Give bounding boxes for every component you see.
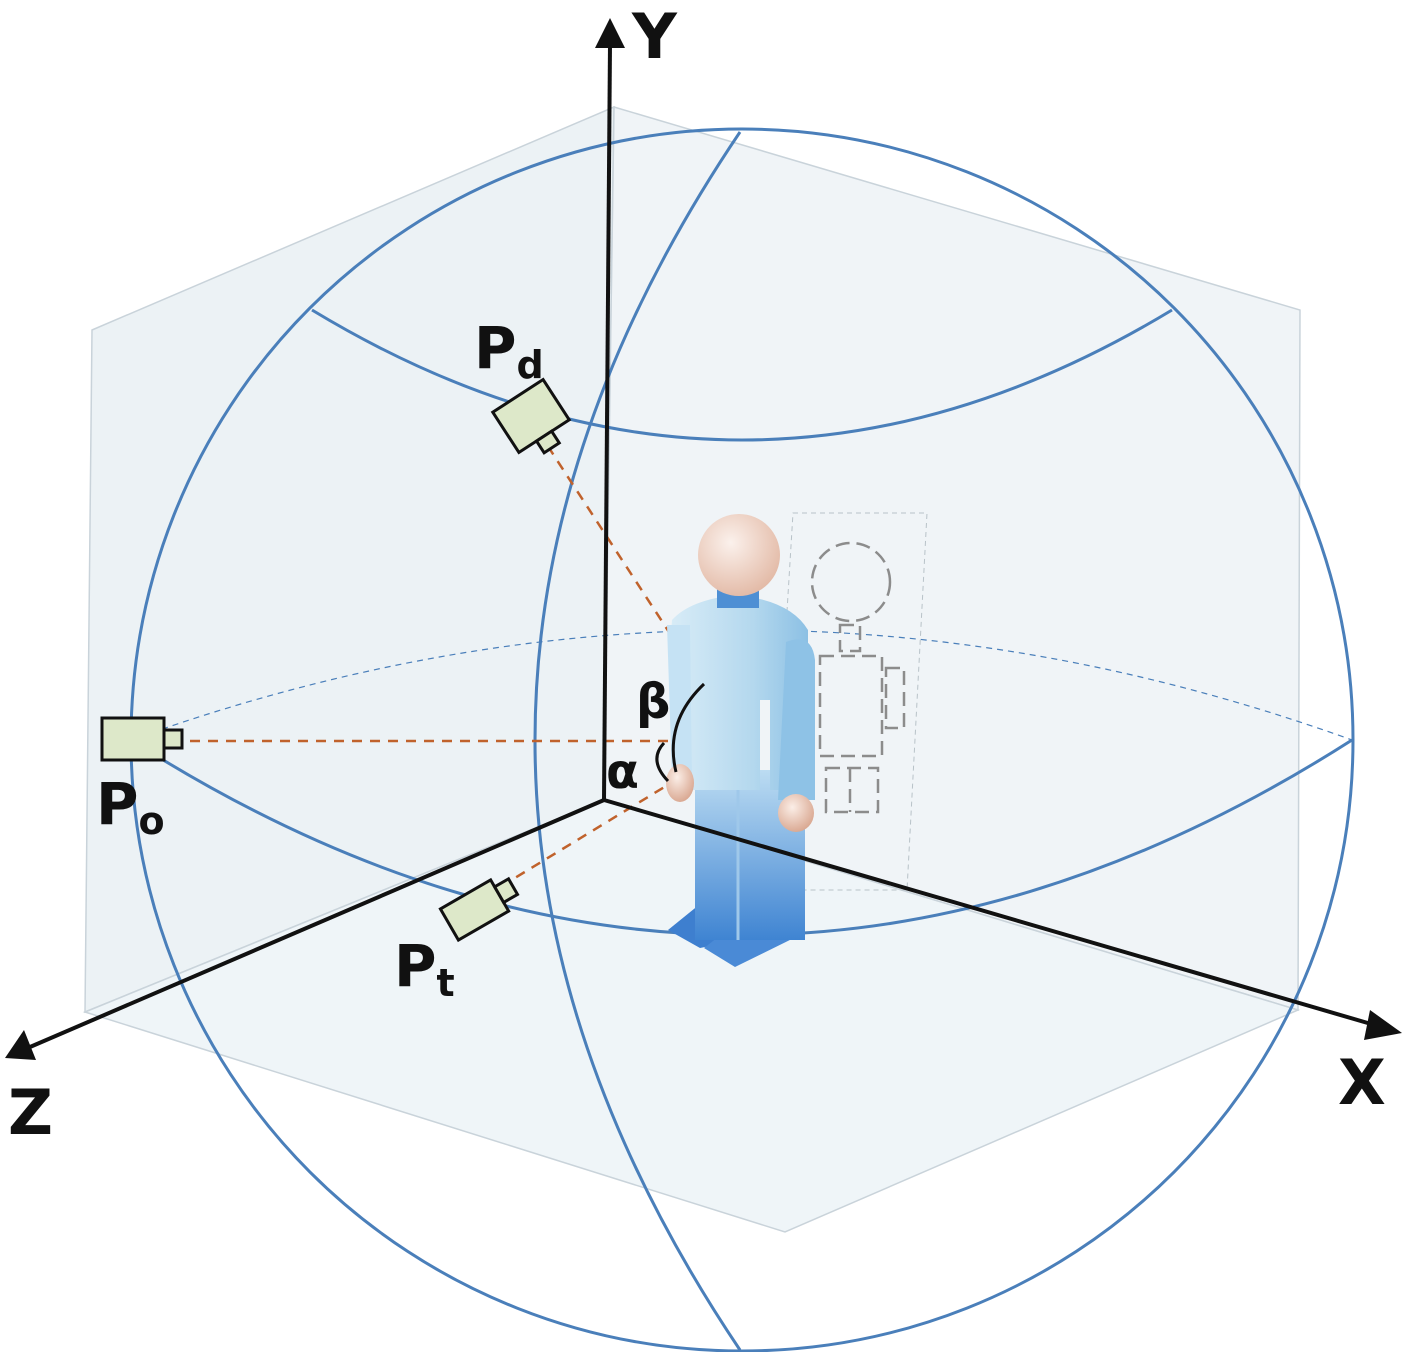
label-po-main: P <box>96 770 139 838</box>
ray-to-pt <box>481 739 741 900</box>
camera-labels: Pd Po Pt <box>96 314 544 1005</box>
y-axis-arrowhead <box>595 18 625 48</box>
label-pt-main: P <box>394 932 437 1000</box>
ghost-neck <box>838 623 862 653</box>
label-po: Po <box>96 770 165 843</box>
figure-arm-right <box>778 639 815 800</box>
x-axis <box>603 798 1379 1028</box>
figure-head <box>698 514 780 596</box>
beta-arc <box>671 682 706 773</box>
camera-po-body <box>100 716 166 762</box>
sphere-upper-parallel <box>311 308 1173 442</box>
camera-pt <box>438 876 520 943</box>
y-axis <box>602 43 612 801</box>
figure-hand-left <box>666 764 694 802</box>
alpha-label: α <box>606 744 639 800</box>
axis-labels: Y X Z <box>8 0 1386 1149</box>
label-pd-main: P <box>474 314 517 382</box>
angle-labels: β α <box>606 674 670 800</box>
label-pd-sub: d <box>517 343 544 387</box>
camera-pd <box>490 377 572 455</box>
y-axis-label: Y <box>631 0 678 73</box>
figure-hand-right <box>778 794 814 832</box>
label-pt: Pt <box>394 932 455 1005</box>
alpha-arc <box>655 741 670 783</box>
ghost-arm <box>884 666 906 730</box>
ghost-torso <box>818 654 884 758</box>
x-axis-arrowhead <box>1364 1010 1402 1040</box>
beta-label: β <box>636 674 670 730</box>
z-axis-label: Z <box>8 1076 53 1149</box>
label-pt-sub: t <box>437 961 455 1005</box>
box-floor-face <box>82 799 1301 1233</box>
angle-arcs <box>655 682 706 783</box>
sphere-equator-back <box>130 629 1353 741</box>
label-pd: Pd <box>474 314 544 387</box>
ghost-head <box>810 541 892 623</box>
label-po-sub: o <box>139 799 165 843</box>
camera-po-lens <box>162 728 184 750</box>
figure-torso <box>670 595 808 790</box>
z-axis <box>29 798 605 1049</box>
ghost-legs <box>824 766 880 814</box>
z-axis-arrowhead <box>5 1030 36 1060</box>
camera-pt-lens <box>492 876 520 905</box>
camera-po <box>100 716 184 762</box>
camera-pd-lens <box>534 429 562 455</box>
human-figure <box>666 514 815 967</box>
x-axis-label: X <box>1338 1046 1386 1119</box>
coordinate-axes <box>5 18 1402 1060</box>
